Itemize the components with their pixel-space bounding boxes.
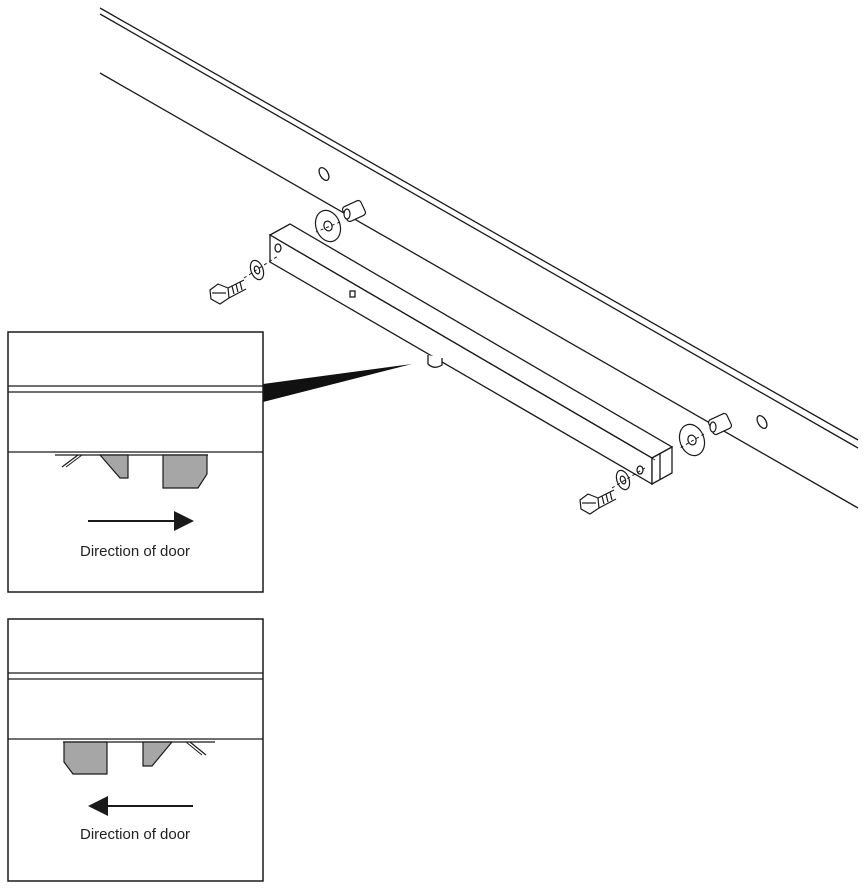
rail-mounting-hole xyxy=(318,166,768,430)
inset-detail-bottom xyxy=(7,618,264,882)
callout-pointer xyxy=(263,364,412,402)
direction-caption-bottom: Direction of door xyxy=(80,826,191,843)
direction-caption-top: Direction of door xyxy=(80,543,191,560)
hex-bolt xyxy=(579,489,617,515)
threaded-insert xyxy=(341,199,733,436)
door-guide-bar xyxy=(268,223,674,486)
door-track-rail xyxy=(99,7,859,509)
inset-detail-top xyxy=(7,331,264,593)
washer xyxy=(249,259,631,491)
assembly-dash-lines xyxy=(243,221,705,489)
hex-bolt xyxy=(209,279,247,305)
spacer-roller xyxy=(314,209,706,457)
